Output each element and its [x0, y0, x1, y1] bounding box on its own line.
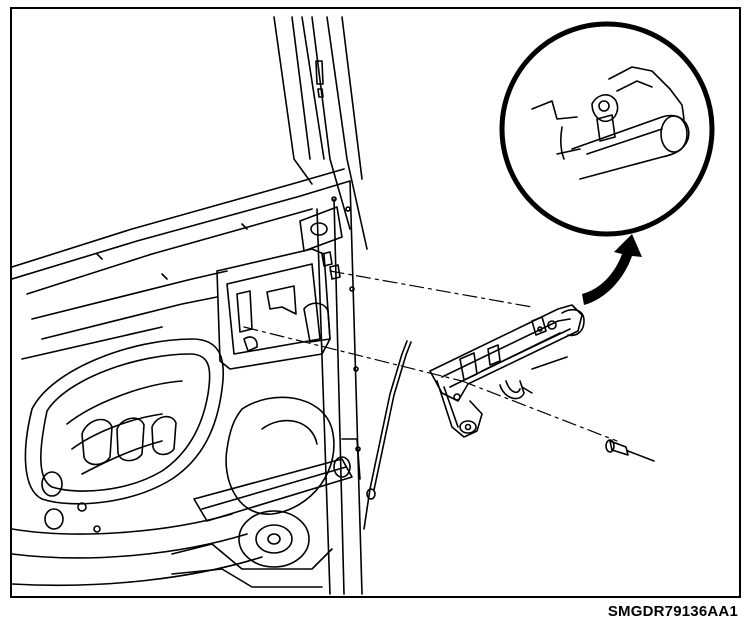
fastener-screw-icon [605, 439, 655, 462]
lock-rod-icon [363, 340, 412, 530]
direction-arrow-icon [582, 234, 642, 305]
figure-code: SMGDR79136AA1 [607, 603, 738, 620]
door-handle-assembly-icon [429, 304, 585, 438]
detail-magnifier-icon [499, 21, 715, 237]
door-handle-diagram [12, 16, 715, 595]
door-inner-panel-icon [12, 16, 368, 595]
alignment-leader-lines [243, 270, 618, 442]
illustration-frame [10, 7, 741, 598]
